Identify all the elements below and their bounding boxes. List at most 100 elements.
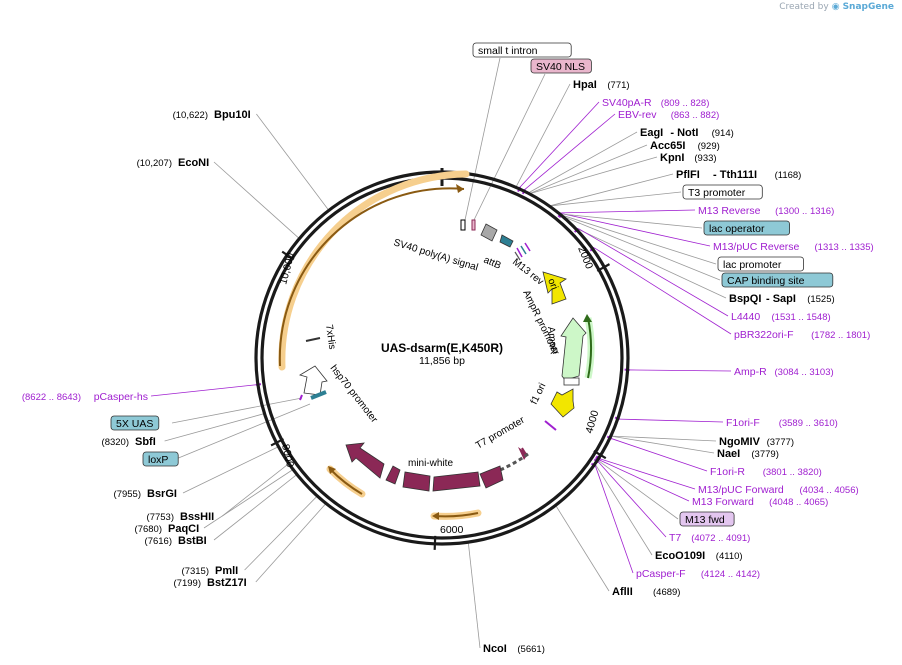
boxed-sv40-nls: SV40 NLS <box>530 58 592 74</box>
label-hsp70-promoter: hsp70 promoter <box>328 363 380 425</box>
enzyme-bpu10i-name: Bpu10I <box>214 109 251 121</box>
boxed-lac-promoter-text: lac promoter <box>723 259 782 271</box>
primer-m13-forward: M13 Forward(4048 .. 4065) <box>692 496 828 508</box>
primer-m13-reverse-position: (1300 .. 1316) <box>775 206 834 217</box>
annotation-labels: HpaI(771)EagI- NotI(914)Acc65I(929)KpnI(… <box>22 42 874 655</box>
enzyme-pmli-name: PmlI <box>215 565 238 577</box>
boxed-sv40-nls-box <box>530 58 592 74</box>
orange-arc-left-halo <box>278 170 470 371</box>
enzyme-kpni-leader <box>530 156 658 194</box>
boxed-m13-fwd-leader <box>598 460 679 520</box>
primer-m13-puc-reverse: M13/pUC Reverse(1313 .. 1335) <box>713 241 874 253</box>
label-7xhis: 7xHis <box>323 324 337 350</box>
primer-f1ori-f-name: F1ori-F <box>726 417 760 429</box>
primer-pcasper-f-name: pCasper-F <box>636 568 686 580</box>
enzyme-bsshii-position: (7753) <box>147 512 174 523</box>
sv40-nls-mark <box>471 219 476 231</box>
m13rev-primer-mark-2 <box>520 245 527 255</box>
plasmid-name: UAS-dsarm(E,K450R) <box>381 341 503 355</box>
enzyme-bspqi-sapi-position: (1525) <box>807 294 834 305</box>
primer-sv40pa-r: SV40pA-R (809 .. 828) <box>602 97 709 109</box>
primer-m13-puc-forward: M13/pUC Forward(4034 .. 4056) <box>698 484 859 496</box>
enzyme-ecoo109i-position: (4110) <box>716 551 743 562</box>
enzyme-pflfi-tth111i: PflFI- Tth111I(1168) <box>676 169 801 181</box>
enzyme-eagi-noti-position: (914) <box>712 128 734 139</box>
tick-2000 <box>596 263 611 272</box>
f1-ori-primer-mark <box>544 420 557 431</box>
enzyme-bpu10i: (10,622)Bpu10I <box>173 109 251 121</box>
primer-f1ori-f-position: (3589 .. 3610) <box>779 418 838 429</box>
orange-arc-left <box>278 187 465 367</box>
boxed-loxp: loxP <box>142 451 179 467</box>
7xhis-mark <box>305 337 321 342</box>
enzyme-bstz17i-name: BstZ17I <box>207 577 247 589</box>
primer-amp-r-name: Amp-R <box>734 366 767 378</box>
enzyme-ecoo109i-leader <box>595 464 653 556</box>
boxed-sv40-nls-text: SV40 NLS <box>536 61 585 73</box>
label-leader-lines <box>150 57 732 649</box>
enzyme-naei: NaeI(3779) <box>717 448 779 460</box>
label-ampr: AmpR <box>545 326 559 355</box>
boxed-5x-uas-leader <box>171 397 303 424</box>
boxed-5x-uas-text: 5X UAS <box>116 418 153 430</box>
primer-l4440-position: (1531 .. 1548) <box>772 312 831 323</box>
small-t-intron-mark <box>460 219 466 231</box>
boxed-t3-promoter: T3 promoter <box>682 184 763 200</box>
enzyme-pflfi-tth111i-name2: - Tth111I <box>713 169 757 181</box>
enzyme-bstz17i-leader <box>255 503 326 583</box>
primer-sv40pa-r-leader <box>519 101 600 188</box>
boxed-t3-promoter-box <box>682 184 763 200</box>
enzyme-paqci-leader <box>203 469 293 529</box>
label-mini-white: mini-white <box>408 458 453 469</box>
enzyme-hpai-position: (771) <box>607 80 629 91</box>
enzyme-pmli: (7315)PmlI <box>182 565 239 577</box>
primer-pbr322ori-f: pBR322ori-F(1782 .. 1801) <box>734 329 870 341</box>
primer-t7-position: (4072 .. 4091) <box>691 533 750 544</box>
ampr-promoter-box <box>563 377 580 386</box>
enzyme-ngomiv-position: (3777) <box>767 437 794 448</box>
primer-pcasper-f-position: (4124 .. 4142) <box>701 569 760 580</box>
enzyme-eagi-noti: EagI- NotI(914) <box>640 127 734 139</box>
primer-t7: T7(4072 .. 4091) <box>669 532 750 544</box>
m13rev-primer-mark-4 <box>514 251 521 261</box>
primer-sv40pa-r-name: SV40pA-R <box>602 97 652 109</box>
primer-ebv-rev-name: EBV-rev <box>618 109 657 121</box>
enzyme-bspqi-sapi: BspQI- SapI(1525) <box>729 293 835 305</box>
primer-sv40pa-r-position: (809 .. 828) <box>661 98 710 109</box>
enzyme-eagi-noti-name: EagI <box>640 127 663 139</box>
enzyme-hpai-name: HpaI <box>573 79 597 91</box>
enzyme-ngomiv-leader <box>611 435 717 442</box>
primer-f1ori-r-name: F1ori-R <box>710 466 745 478</box>
boxed-loxp-box <box>142 451 179 467</box>
enzyme-kpni: KpnI(933) <box>660 152 717 164</box>
boxed-t3-promoter-text: T3 promoter <box>688 187 746 199</box>
primer-ebv-rev-position: (863 .. 882) <box>671 110 720 121</box>
enzyme-bstbi-leader <box>213 474 297 541</box>
enzyme-bsrgi: (7955)BsrGI <box>114 488 177 500</box>
tick-10000 <box>281 250 295 261</box>
snapgene-logo-icon: ◉ <box>831 2 840 12</box>
credit-brand: SnapGene <box>842 2 894 12</box>
enzyme-acc65i-name: Acc65I <box>650 140 685 152</box>
enzyme-bsrgi-name: BsrGI <box>147 488 177 500</box>
enzyme-sbfi-name: SbfI <box>135 436 156 448</box>
primer-m13-reverse: M13 Reverse (1300 .. 1316) <box>698 205 834 217</box>
enzyme-bsrgi-leader <box>182 446 278 494</box>
green-arc-arrowhead <box>583 314 592 322</box>
primer-t7-leader <box>598 461 667 538</box>
enzyme-kpni-name: KpnI <box>660 152 684 164</box>
boxed-loxp-text: loxP <box>148 454 168 466</box>
primer-l4440-leader <box>578 228 729 317</box>
enzyme-ncoi-position: (5661) <box>517 644 544 655</box>
miniwhite-exon-2 <box>432 471 481 492</box>
enzyme-hpai: HpaI (771) <box>573 79 630 91</box>
enzyme-ncoi-name: NcoI <box>483 643 507 655</box>
enzyme-acc65i: Acc65I(929) <box>650 140 720 152</box>
primer-m13-puc-forward-leader <box>600 458 696 490</box>
boxed-m13-fwd-text: M13 fwd <box>685 514 725 526</box>
orange-arc-bottom-arrowhead <box>432 512 439 520</box>
enzyme-ngomiv-name: NgoMIV <box>719 436 761 448</box>
primer-ebv-rev-leader <box>524 113 616 190</box>
primer-m13-reverse-name: M13 Reverse <box>698 205 761 217</box>
enzyme-bstbi-name: BstBI <box>178 535 207 547</box>
